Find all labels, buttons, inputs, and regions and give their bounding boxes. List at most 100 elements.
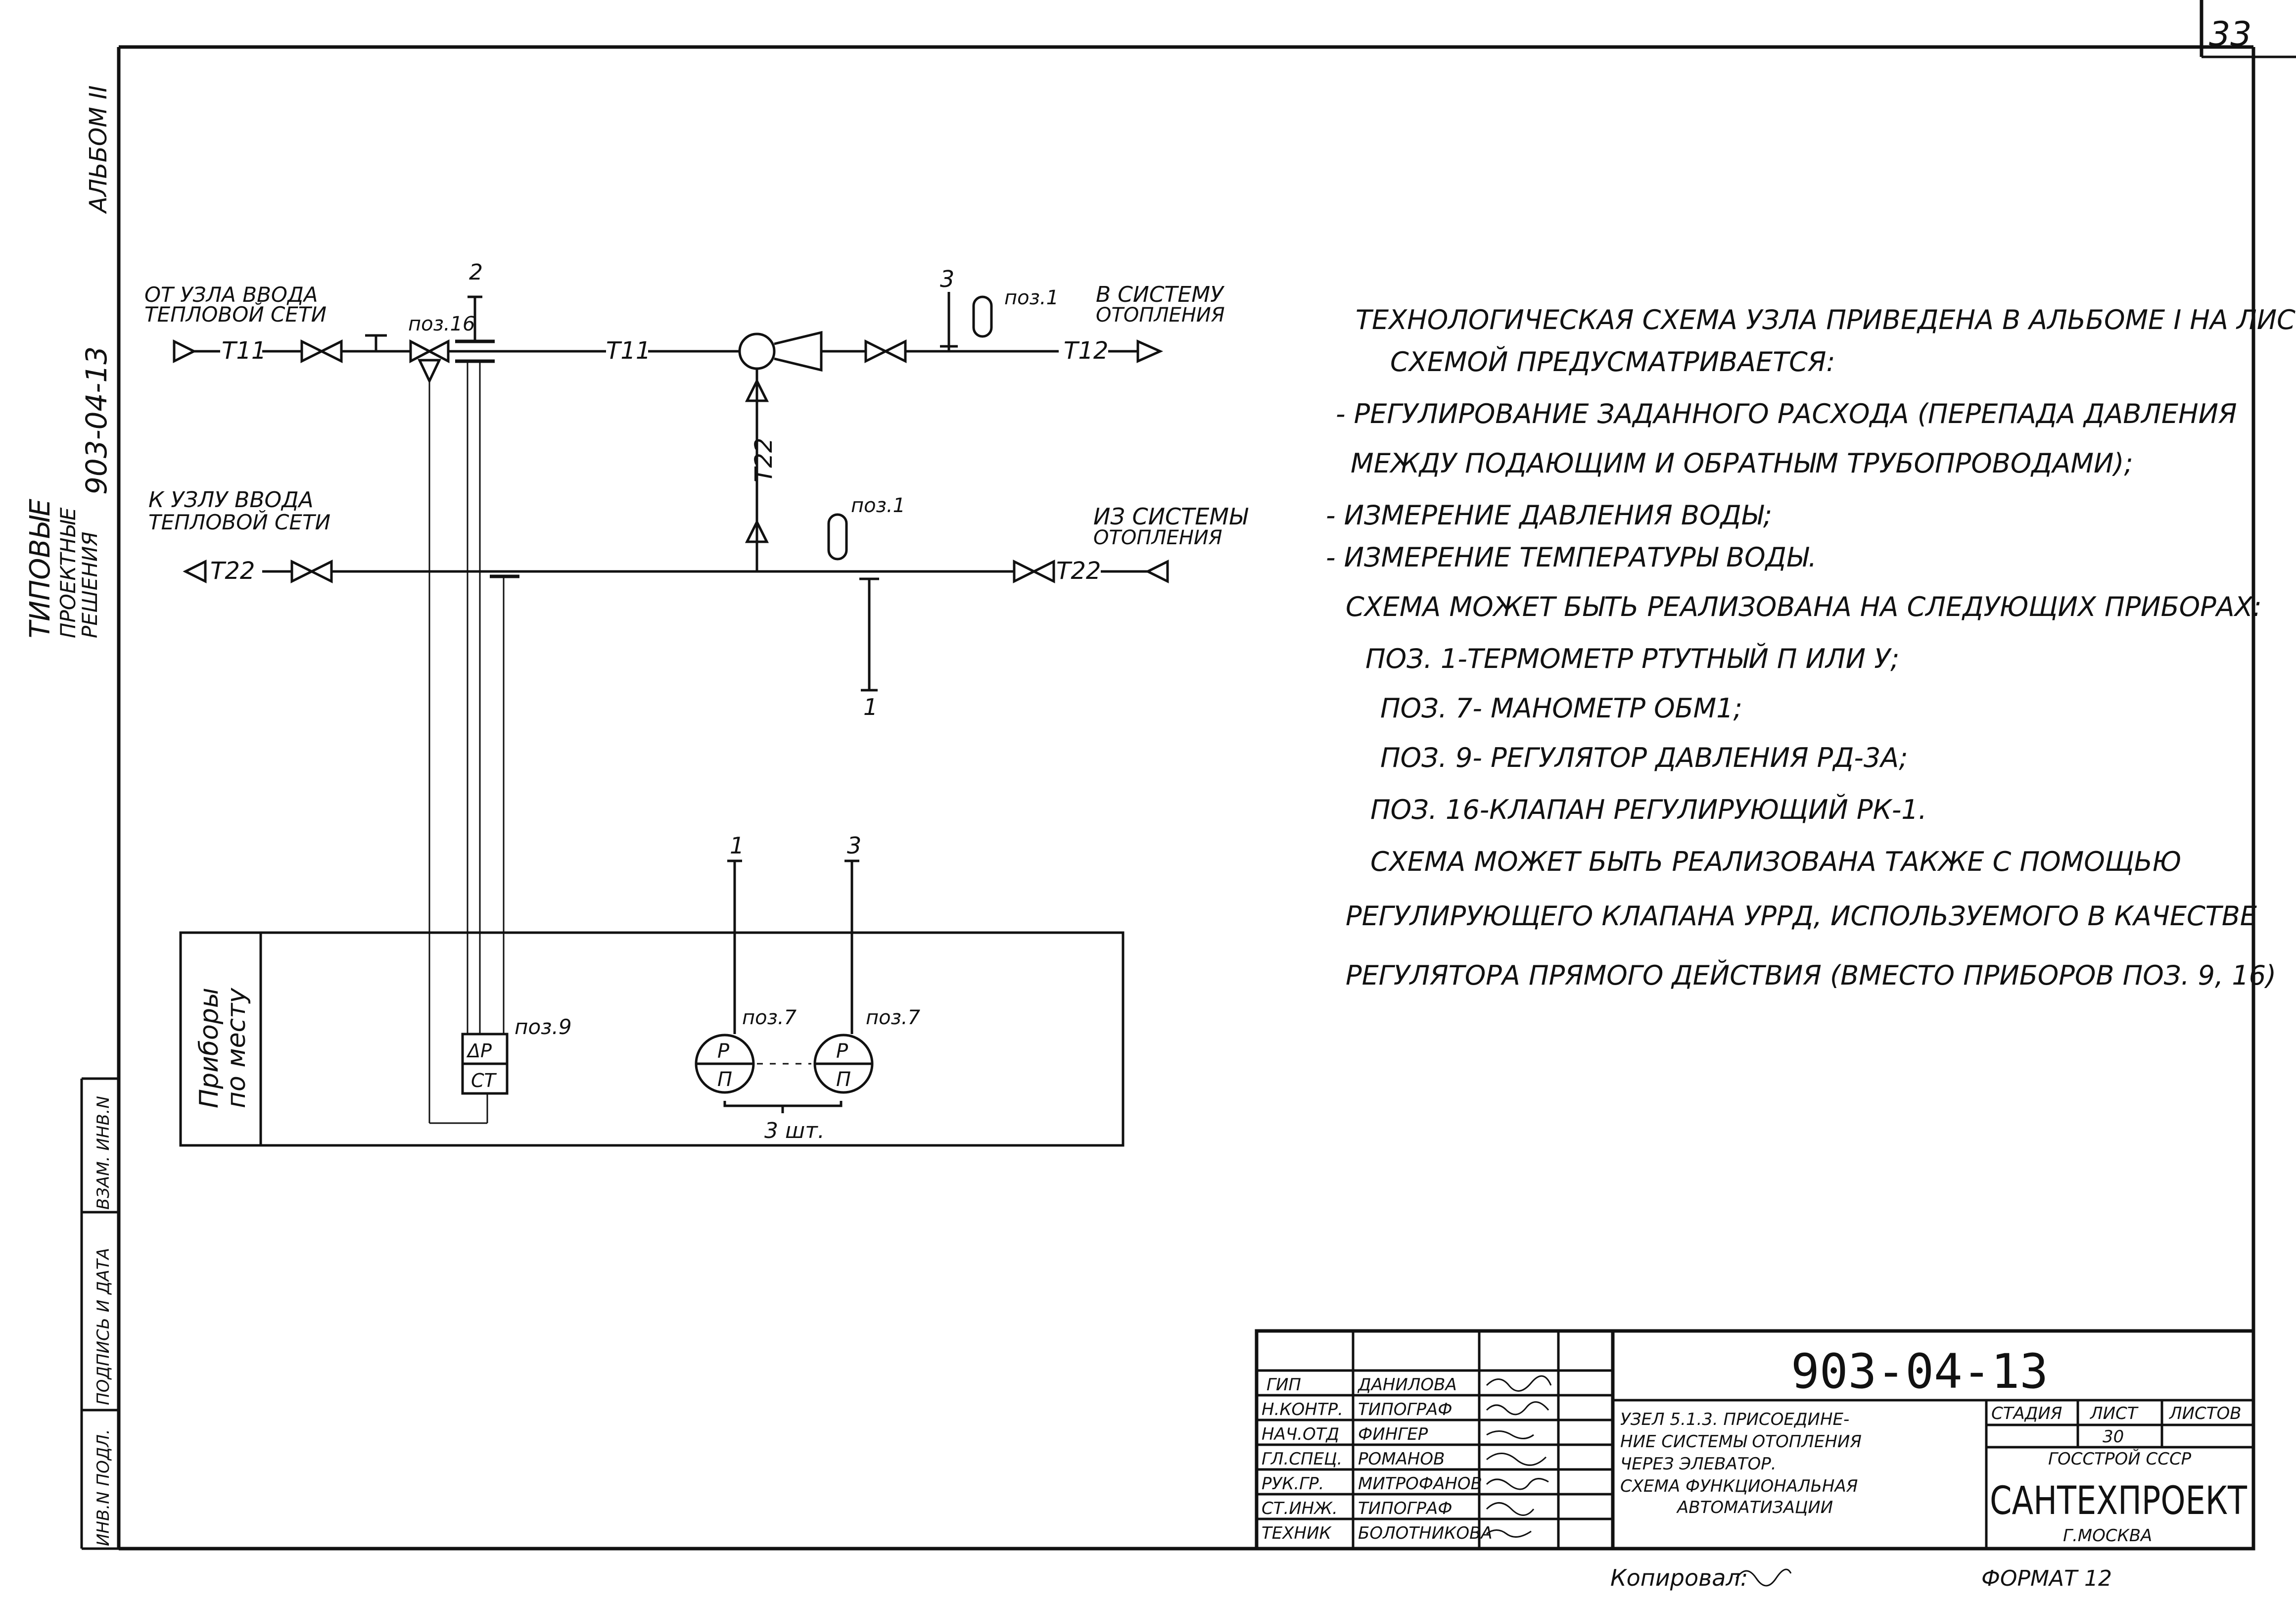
tb-org-name: САНТЕХПРОЕКТ — [1990, 1479, 2247, 1523]
tb-name-7: БОЛОТНИКОВА — [1358, 1523, 1493, 1543]
tb-role-3: НАЧ.ОТД — [1262, 1424, 1339, 1444]
label-supply-from-1: ОТ УЗЛА ВВОДА — [144, 283, 318, 307]
tap-number-1-gauge: 1 — [730, 832, 744, 859]
margin-series-2: ПРОЕКТНЫЕ — [56, 507, 80, 638]
tb-name-6: ТИПОГРАФ — [1358, 1499, 1453, 1518]
pipe-label-t22-vertical: Т22 — [750, 438, 778, 482]
margin-series-1: ТИПОВЫЕ — [24, 498, 56, 638]
gauge-left-n: П — [717, 1068, 732, 1091]
impulse-lines — [428, 361, 505, 1124]
label-return-to-2: ТЕПЛОВОЙ СЕТИ — [148, 510, 330, 534]
pipe-label-t22-right: Т22 — [1056, 557, 1101, 585]
local-instrument-panel: Приборы по месту ΔР СТ поз.9 1 3 Р П поз… — [179, 832, 1125, 1147]
label-pos1-return: поз.1 — [851, 494, 905, 517]
note-line-12: СХЕМА МОЖЕТ БЫТЬ РЕАЛИЗОВАНА ТАКЖЕ С ПОМ… — [1370, 846, 2181, 877]
tb-name-4: РОМАНОВ — [1358, 1449, 1445, 1469]
label-supply-to-1: В СИСТЕМУ — [1096, 282, 1225, 307]
pipe-label-t11-mid: Т11 — [606, 337, 651, 365]
supply-outlet-arrow — [1136, 339, 1164, 363]
gauge-count: 3 шт. — [764, 1118, 825, 1143]
note-line-1: ТЕХНОЛОГИЧЕСКАЯ СХЕМА УЗЛА ПРИВЕДЕНА В А… — [1356, 304, 2296, 335]
note-line-10: ПОЗ. 9- РЕГУЛЯТОР ДАВЛЕНИЯ РД-3А; — [1380, 742, 1908, 773]
sheet-frame: 33 — [117, 0, 2296, 1551]
tb-role-4: ГЛ.СПЕЦ. — [1262, 1449, 1342, 1469]
note-line-3: - РЕГУЛИРОВАНИЕ ЗАДАННОГО РАСХОДА (ПЕРЕП… — [1336, 398, 2237, 429]
tb-title-4: СХЕМА ФУНКЦИОНАЛЬНАЯ — [1620, 1476, 1858, 1496]
tb-title-5: АВТОМАТИЗАЦИИ — [1676, 1498, 1833, 1517]
note-line-4: МЕЖДУ ПОДАЮЩИМ И ОБРАТНЫМ ТРУБОПРОВОДАМИ… — [1351, 448, 2133, 479]
tb-role-6: СТ.ИНЖ. — [1262, 1499, 1338, 1518]
tb-title-2: НИЕ СИСТЕМЫ ОТОПЛЕНИЯ — [1620, 1432, 1862, 1452]
gauge-right-p: Р — [836, 1040, 848, 1063]
gauge-right-n: П — [836, 1068, 851, 1091]
tb-role-1: ГИП — [1266, 1375, 1301, 1395]
note-line-14: РЕГУЛЯТОРА ПРЯМОГО ДЕЙСТВИЯ (ВМЕСТО ПРИБ… — [1346, 960, 2276, 991]
label-pos9: поз.9 — [515, 1015, 572, 1039]
copied-signature — [1735, 1568, 1792, 1587]
label-pos1-supply: поз.1 — [1004, 286, 1059, 309]
tb-sheets-header: ЛИСТОВ — [2168, 1404, 2242, 1423]
stamp-inv-podl: ИНВ.N ПОДЛ. — [94, 1429, 113, 1546]
margin-project-code: 903-04-13 — [80, 346, 113, 495]
tb-title-3: ЧЕРЕЗ ЭЛЕВАТОР. — [1620, 1454, 1777, 1474]
supply-inlet-arrow — [173, 339, 197, 364]
stamp-vzam-inv: ВЗАМ. ИНВ.N — [94, 1096, 113, 1210]
tb-role-2: Н.КОНТР. — [1262, 1400, 1343, 1419]
label-supply-from-2: ТЕПЛОВОЙ СЕТИ — [144, 302, 327, 327]
note-line-13: РЕГУЛИРУЮЩЕГО КЛАПАНА УРРД, ИСПОЛЬЗУЕМОГ… — [1346, 900, 2257, 932]
sheet-format: ФОРМАТ 12 — [1981, 1566, 2112, 1591]
regulator-ct: СТ — [471, 1070, 497, 1091]
tb-sheet-header: ЛИСТ — [2089, 1404, 2139, 1423]
elevator-diffuser — [774, 331, 823, 372]
tap-number-2: 2 — [469, 260, 483, 285]
label-return-from-2: ОТОПЛЕНИЯ — [1093, 526, 1222, 549]
note-line-7: СХЕМА МОЖЕТ БЫТЬ РЕАЛИЗОВАНА НА СЛЕДУЮЩИ… — [1346, 591, 2262, 622]
note-line-2: СХЕМОЙ ПРЕДУСМАТРИВАЕТСЯ: — [1390, 346, 1835, 378]
title-block: ГИП ДАНИЛОВА Н.КОНТР. ТИПОГРАФ НАЧ.ОТД Ф… — [1255, 1329, 2255, 1551]
mixing-arrow-bottom — [745, 519, 769, 543]
copied-by: Копировал: — [1610, 1564, 1748, 1591]
page-number: 33 — [2209, 15, 2252, 54]
tb-title-1: УЗЕЛ 5.1.3. ПРИСОЕДИНЕ- — [1620, 1410, 1849, 1429]
return-pipeline: Т22 поз.1 1 Т22 — [183, 494, 1169, 720]
pipe-label-t22-left: Т22 — [210, 557, 255, 585]
label-supply-to-2: ОТОПЛЕНИЯ — [1096, 304, 1225, 327]
tb-stage-header: СТАДИЯ — [1991, 1404, 2062, 1423]
tb-name-1: ДАНИЛОВА — [1357, 1375, 1457, 1395]
note-line-8: ПОЗ. 1-ТЕРМОМЕТР РТУТНЫЙ П ИЛИ У; — [1365, 643, 1899, 674]
elevator-nozzle — [738, 332, 776, 370]
note-line-6: - ИЗМЕРЕНИЕ ТЕМПЕРАТУРЫ ВОДЫ. — [1326, 542, 1817, 573]
mixing-pipeline: Т22 — [745, 369, 778, 571]
panel-label-2: по месту — [222, 988, 251, 1108]
tap-number-3: 3 — [940, 266, 954, 292]
label-pos16: поз.16 — [408, 313, 475, 335]
valve-supply-inlet — [300, 339, 343, 364]
valve-return-inlet — [1013, 559, 1055, 584]
left-margin: АЛЬБОМ II 903-04-13 ТИПОВЫЕ ПРОЕКТНЫЕ РЕ… — [24, 85, 119, 1550]
control-valve-pos16 — [409, 339, 450, 364]
thermometer-supply — [972, 295, 993, 338]
stamp-signature-date: ПОДПИСЬ И ДАТА — [94, 1248, 113, 1405]
return-inlet-arrow — [1145, 559, 1169, 584]
valve-actuator-pos16 — [418, 359, 441, 384]
note-line-5: - ИЗМЕРЕНИЕ ДАВЛЕНИЯ ВОДЫ; — [1326, 500, 1772, 531]
tap-number-3-gauge: 3 — [847, 832, 861, 859]
tb-sheet-value: 30 — [2103, 1427, 2124, 1447]
tb-name-5: МИТРОФАНОВ — [1358, 1474, 1482, 1494]
note-line-9: ПОЗ. 7- МАНОМЕТР ОБМ1; — [1380, 693, 1742, 724]
tb-org-top: ГОССТРОЙ СССР — [2048, 1449, 2192, 1469]
tb-role-5: РУК.ГР. — [1262, 1474, 1324, 1494]
label-pos7-left: поз.7 — [742, 1006, 797, 1029]
pipe-label-t12: Т12 — [1064, 337, 1108, 365]
margin-series-3: РЕШЕНИЯ — [78, 532, 102, 639]
note-line-11: ПОЗ. 16-КЛАПАН РЕГУЛИРУЮЩИЙ РК-1. — [1370, 794, 1927, 825]
valve-return-outlet — [290, 559, 333, 584]
count-brace — [723, 1101, 843, 1113]
valve-supply-outlet — [864, 339, 907, 364]
tb-name-2: ТИПОГРАФ — [1358, 1400, 1453, 1419]
tb-org-city: Г.МОСКВА — [2063, 1526, 2152, 1546]
supply-pipeline: Т11 2 поз.16 Т11 3 поз.1 Т12 — [173, 260, 1164, 384]
thermometer-return — [827, 513, 848, 561]
tb-document-code: 903-04-13 — [1791, 1344, 2048, 1399]
